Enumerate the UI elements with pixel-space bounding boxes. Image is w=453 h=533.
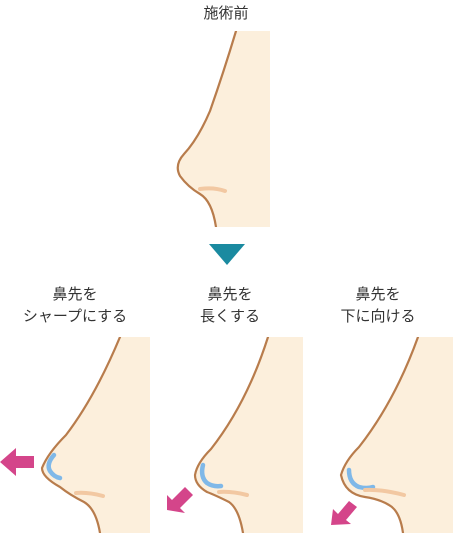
- option-label-long: 鼻先を 長くする: [155, 283, 305, 327]
- option-label-sharp-line1: 鼻先を: [52, 285, 98, 303]
- option-label-sharp-line2: シャープにする: [22, 307, 128, 325]
- nose-profile-sharp: [0, 337, 150, 533]
- arrow-down-left-icon-2: [331, 501, 357, 525]
- sharp-nostril: [74, 490, 105, 498]
- option-label-sharp: 鼻先を シャープにする: [0, 283, 150, 327]
- option-label-long-line2: 長くする: [199, 307, 260, 325]
- long-skin: [195, 337, 303, 533]
- long-outline: [193, 337, 270, 533]
- option-label-down-line2: 下に向ける: [340, 307, 416, 325]
- option-label-down-line1: 鼻先を: [355, 285, 401, 303]
- down-cartilage: [346, 467, 376, 491]
- nose-profile-long: [167, 337, 303, 533]
- nose-profile-before: [176, 31, 270, 227]
- long-cartilage: [199, 462, 224, 489]
- before-outline: [176, 31, 238, 227]
- down-nostril: [363, 487, 406, 497]
- down-triangle-icon: [209, 244, 245, 265]
- option-label-down: 鼻先を 下に向ける: [303, 283, 453, 327]
- long-nostril: [217, 489, 249, 497]
- before-title: 施術前: [203, 4, 249, 22]
- option-label-long-line1: 鼻先を: [207, 285, 253, 303]
- arrow-down-left-icon: [167, 487, 193, 513]
- nose-profile-down: [331, 337, 453, 533]
- sharp-outline: [40, 337, 122, 533]
- before-skin: [177, 31, 270, 227]
- sharp-cartilage: [46, 452, 63, 481]
- down-skin: [341, 337, 453, 533]
- before-nostril: [198, 186, 227, 193]
- sharp-skin: [42, 337, 150, 533]
- down-outline: [339, 337, 420, 533]
- arrow-left-icon: [0, 448, 34, 476]
